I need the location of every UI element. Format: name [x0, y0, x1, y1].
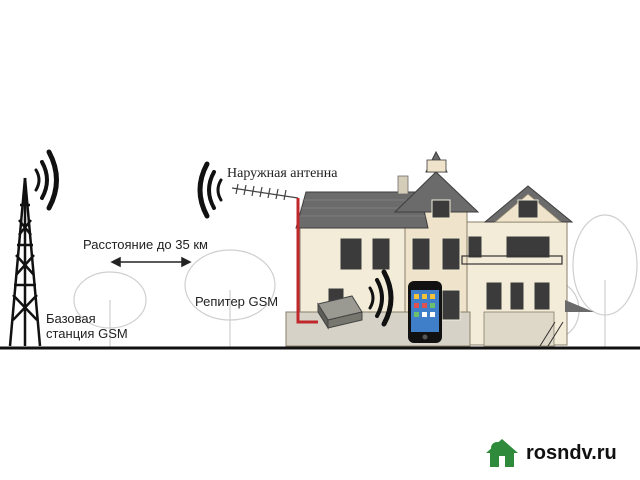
- distance-label: Расстояние до 35 км: [83, 237, 208, 252]
- repeater-device: [317, 295, 363, 330]
- brand-text: rosndv.ru: [526, 441, 617, 464]
- tower-signal-icon: [34, 149, 59, 211]
- base-station-label-line2: станция GSM: [46, 326, 128, 341]
- repeater-signal-icon: [368, 269, 394, 327]
- smartphone-icon: [408, 281, 442, 343]
- coax-cable: [296, 198, 318, 324]
- base-station-label-line1: Базовая: [46, 311, 96, 326]
- antenna-signal-icon: [197, 161, 223, 219]
- home-icon: [486, 439, 518, 467]
- distance-arrow: [110, 256, 192, 268]
- house: [285, 150, 594, 347]
- base-station-tower: [8, 177, 42, 347]
- outdoor-antenna: [231, 183, 299, 201]
- outdoor-antenna-label: Наружная антенна: [227, 166, 338, 181]
- background-trees: [73, 214, 638, 348]
- repeater-label: Репитер GSM: [195, 294, 279, 309]
- brand-logo: rosndv.ru: [484, 436, 617, 470]
